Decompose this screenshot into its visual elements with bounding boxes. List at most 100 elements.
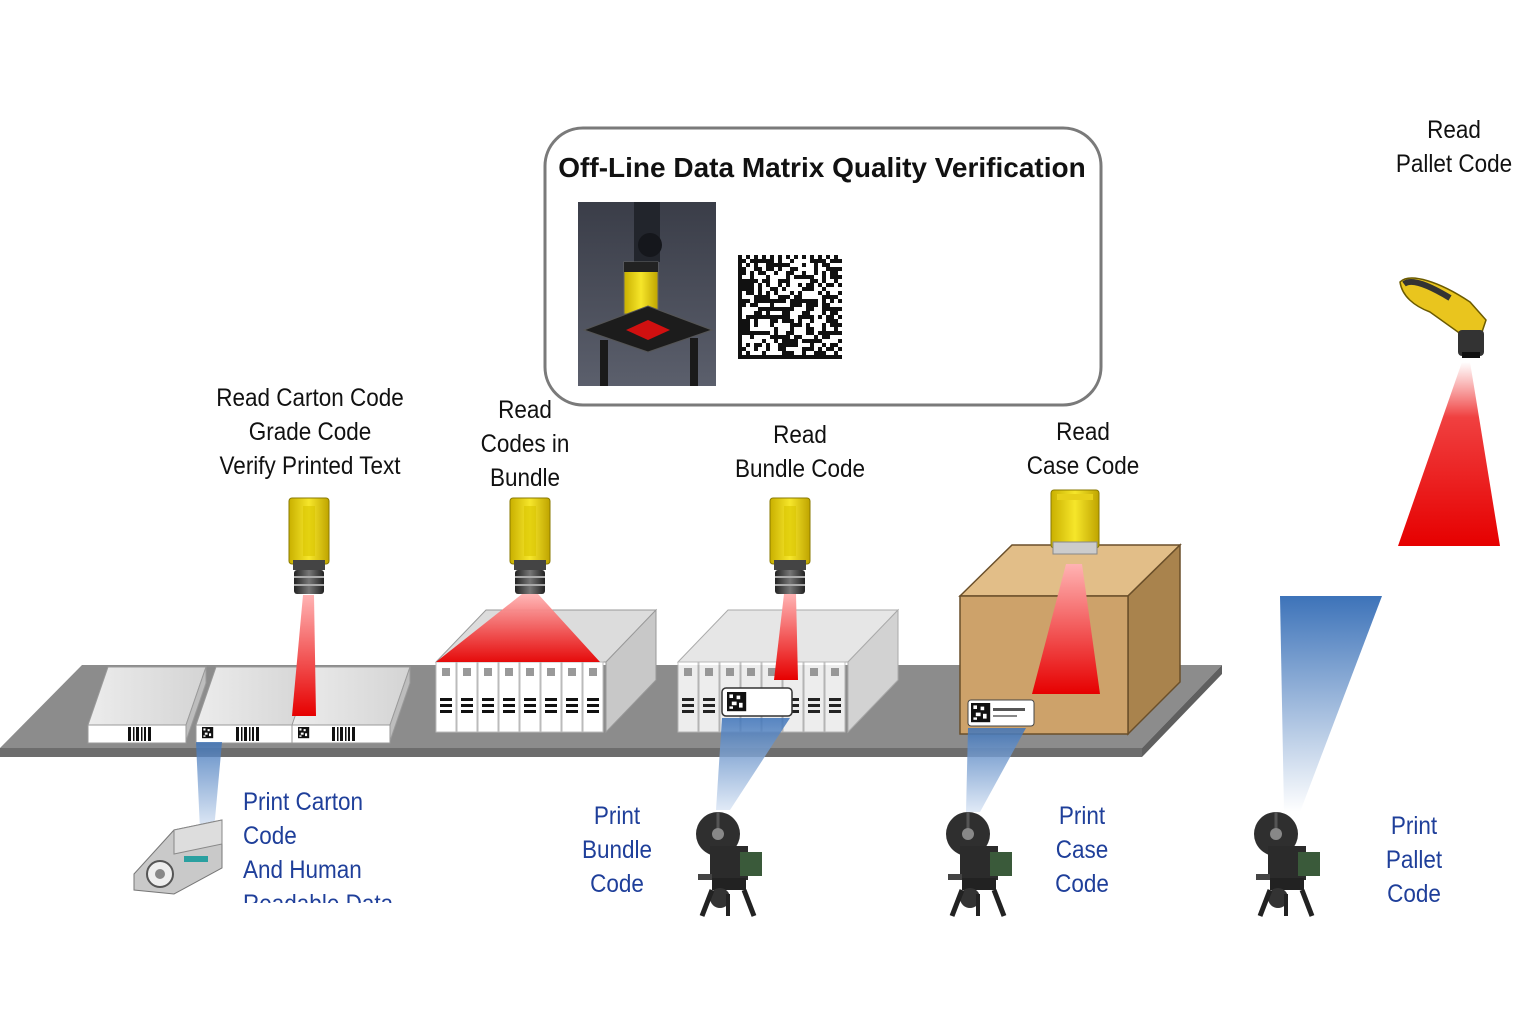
data-matrix-module — [798, 303, 802, 307]
data-matrix-module — [754, 259, 758, 263]
pallet-read-beam — [1398, 362, 1500, 546]
data-matrix-module — [802, 311, 806, 315]
data-matrix-module — [810, 327, 814, 331]
data-matrix-module — [786, 263, 790, 267]
data-matrix-module — [750, 303, 754, 307]
data-matrix-module — [822, 307, 826, 311]
data-matrix-module — [806, 283, 810, 287]
data-matrix-module — [738, 319, 742, 323]
data-matrix-module — [754, 255, 758, 259]
data-matrix-module — [754, 299, 758, 303]
data-matrix-module — [822, 303, 826, 307]
data-matrix-module — [746, 279, 750, 283]
data-matrix-module — [738, 355, 742, 359]
data-matrix-module — [802, 287, 806, 291]
data-matrix-module — [786, 255, 790, 259]
data-matrix-module — [746, 255, 750, 259]
data-matrix-module — [810, 279, 814, 283]
data-matrix-module — [786, 311, 790, 315]
data-matrix-module — [770, 303, 774, 307]
data-matrix-module — [818, 255, 822, 259]
data-matrix-module — [834, 355, 838, 359]
data-matrix-module — [778, 307, 782, 311]
data-matrix-module — [786, 335, 790, 339]
label-line: Code — [243, 822, 297, 850]
data-matrix-module — [762, 295, 766, 299]
handheld-scanner-icon — [1399, 277, 1487, 358]
data-matrix-module — [778, 343, 782, 347]
data-matrix-module — [806, 347, 810, 351]
data-matrix-module — [738, 263, 742, 267]
data-matrix-module — [786, 279, 790, 283]
data-matrix-module — [838, 283, 842, 287]
data-matrix-module — [830, 347, 834, 351]
data-matrix-module — [790, 303, 794, 307]
data-matrix-module — [782, 311, 786, 315]
data-matrix-module — [754, 315, 758, 319]
data-matrix-module — [762, 299, 766, 303]
data-matrix-module — [754, 267, 758, 271]
data-matrix-module — [810, 303, 814, 307]
data-matrix-module — [782, 263, 786, 267]
data-matrix-module — [822, 279, 826, 283]
data-matrix-module — [822, 335, 826, 339]
data-matrix-module — [758, 295, 762, 299]
data-matrix-module — [822, 287, 826, 291]
data-matrix-module — [794, 295, 798, 299]
conveyor-belt-edge — [0, 748, 1142, 757]
data-matrix-module — [758, 331, 762, 335]
data-matrix-module — [806, 299, 810, 303]
data-matrix-module — [746, 327, 750, 331]
data-matrix-module — [790, 319, 794, 323]
data-matrix-module — [810, 347, 814, 351]
label-line: Read — [1427, 116, 1481, 144]
data-matrix-module — [762, 259, 766, 263]
data-matrix-module — [838, 275, 842, 279]
data-matrix-module — [834, 327, 838, 331]
data-matrix-module — [818, 283, 822, 287]
data-matrix-module — [774, 263, 778, 267]
data-matrix-module — [782, 355, 786, 359]
data-matrix-code-icon — [738, 255, 842, 359]
data-matrix-module — [826, 331, 830, 335]
data-matrix-module — [770, 299, 774, 303]
data-matrix-module — [742, 267, 746, 271]
data-matrix-module — [754, 331, 758, 335]
data-matrix-module — [822, 343, 826, 347]
label-line: Print — [593, 802, 641, 830]
data-matrix-module — [778, 347, 782, 351]
data-matrix-module — [806, 303, 810, 307]
data-matrix-module — [806, 355, 810, 359]
data-matrix-module — [818, 259, 822, 263]
data-matrix-module — [822, 263, 826, 267]
data-matrix-module — [750, 283, 754, 287]
data-matrix-module — [830, 295, 834, 299]
data-matrix-module — [758, 271, 762, 275]
data-matrix-module — [758, 307, 762, 311]
data-matrix-module — [738, 279, 742, 283]
data-matrix-module — [766, 315, 770, 319]
data-matrix-module — [778, 255, 782, 259]
case-read-label: Read Case Code — [1002, 415, 1164, 483]
data-matrix-module — [814, 267, 818, 271]
data-matrix-module — [758, 287, 762, 291]
data-matrix-module — [750, 259, 754, 263]
data-matrix-module — [830, 319, 834, 323]
data-matrix-module — [754, 347, 758, 351]
data-matrix-module — [794, 343, 798, 347]
data-matrix-module — [750, 279, 754, 283]
data-matrix-module — [838, 331, 842, 335]
data-matrix-module — [758, 283, 762, 287]
data-matrix-module — [766, 279, 770, 283]
data-matrix-module — [786, 307, 790, 311]
data-matrix-module — [790, 307, 794, 311]
data-matrix-module — [790, 343, 794, 347]
data-matrix-module — [738, 327, 742, 331]
data-matrix-module — [838, 315, 842, 319]
data-matrix-module — [750, 315, 754, 319]
data-matrix-module — [758, 291, 762, 295]
data-matrix-module — [782, 339, 786, 343]
data-matrix-module — [806, 327, 810, 331]
data-matrix-module — [738, 307, 742, 311]
